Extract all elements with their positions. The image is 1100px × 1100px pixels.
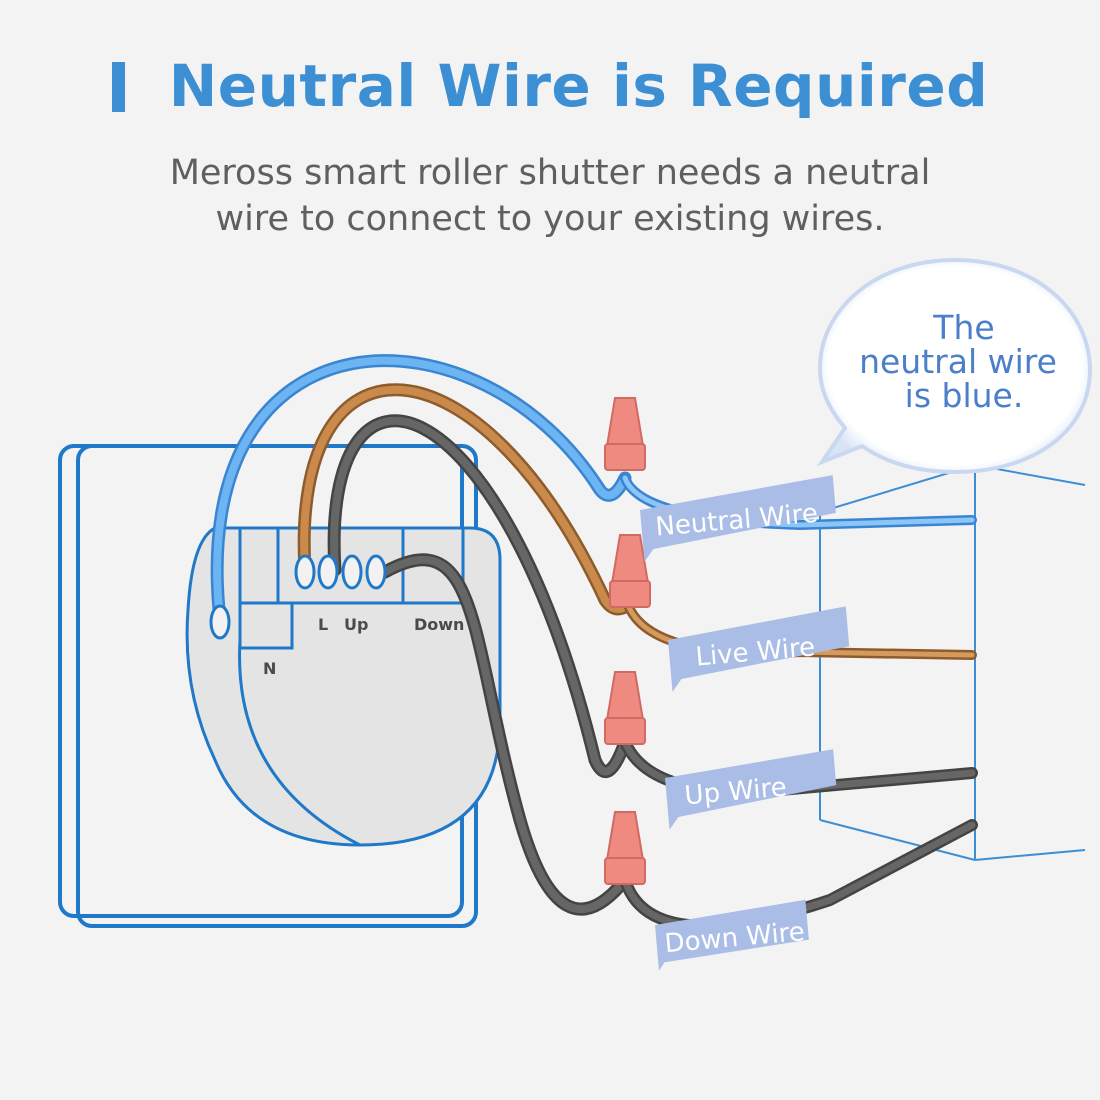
- terminal-n-label: N: [263, 659, 276, 678]
- neutral-wire-tag: Neutral Wire: [640, 475, 837, 562]
- bubble-line-3: is blue.: [905, 376, 1024, 415]
- terminal-l-label: L: [318, 615, 328, 634]
- speech-bubble: The neutral wire is blue.: [816, 257, 1093, 475]
- page-subtitle: Meross smart roller shutter needs a neut…: [0, 150, 1100, 242]
- smart-module: N L Up Down: [185, 526, 502, 847]
- live-wire-tag: Live Wire: [668, 606, 850, 692]
- subtitle-line-2: wire to connect to your existing wires.: [215, 199, 885, 239]
- live-wire-nut-icon: [609, 534, 651, 608]
- up-wire-nut-icon: [604, 671, 646, 745]
- bubble-line-1: The: [932, 308, 994, 347]
- down-wire-nut-icon: [604, 811, 646, 885]
- up-wire-tag: Up Wire: [665, 749, 837, 830]
- subtitle-line-1: Meross smart roller shutter needs a neut…: [169, 153, 931, 193]
- wire-nuts: [604, 397, 651, 885]
- title-text: Neutral Wire is Required: [168, 52, 989, 120]
- down-wire-tag: Down Wire: [655, 899, 809, 971]
- title-bar-icon: [111, 62, 125, 112]
- terminal-up-label: Up: [344, 615, 368, 634]
- terminal-screws: [209, 554, 387, 640]
- wall-wires: [619, 473, 978, 932]
- terminal-down-label: Down: [414, 615, 464, 634]
- page-title: Neutral Wire is Required: [0, 52, 1100, 120]
- bubble-line-2: neutral wire: [859, 342, 1057, 381]
- neutral-wire-nut-icon: [604, 397, 646, 471]
